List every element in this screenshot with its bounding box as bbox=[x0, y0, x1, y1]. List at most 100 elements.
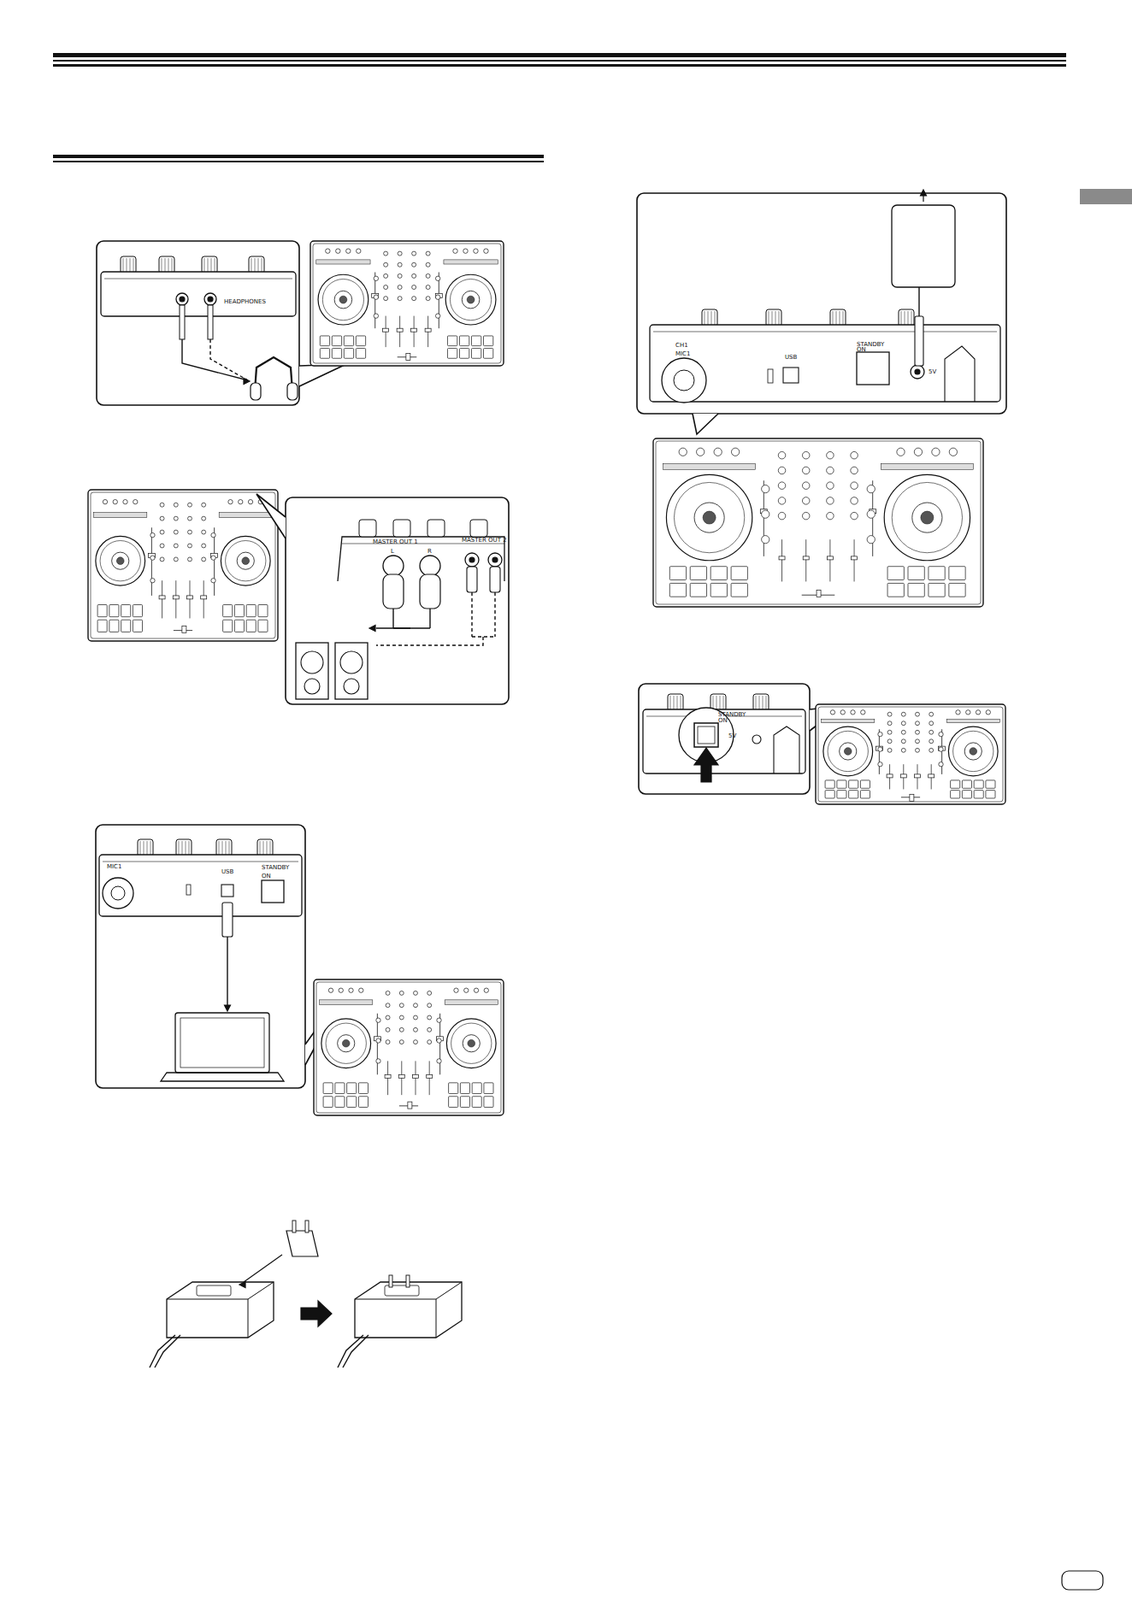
dc-jack bbox=[910, 365, 925, 379]
fader-cap bbox=[426, 1074, 433, 1079]
pad bbox=[121, 605, 131, 618]
panel-edge bbox=[104, 278, 293, 280]
knob bbox=[463, 248, 468, 254]
cable bbox=[392, 608, 394, 629]
knob-grip bbox=[150, 841, 152, 855]
dc-jack bbox=[752, 735, 761, 744]
jack-hole bbox=[179, 296, 185, 302]
mixer-knob bbox=[383, 273, 389, 278]
knob-grip bbox=[755, 695, 757, 710]
panel-label: ON bbox=[718, 717, 728, 725]
lock-slot bbox=[767, 369, 773, 384]
cable bbox=[210, 339, 248, 381]
fader-cap bbox=[424, 328, 431, 332]
mixer-knob bbox=[173, 557, 178, 562]
crossfader-cap bbox=[406, 353, 411, 360]
arrow-head bbox=[243, 378, 250, 385]
prong bbox=[406, 1275, 410, 1288]
cable bbox=[376, 627, 411, 629]
panel-label: 5V bbox=[728, 732, 737, 740]
pad bbox=[669, 583, 686, 597]
mixer-knob bbox=[397, 296, 402, 301]
knob bbox=[985, 710, 991, 715]
mixer-knob bbox=[397, 251, 402, 256]
mixer-knob bbox=[901, 748, 906, 753]
knob-side bbox=[701, 309, 718, 327]
mixer-knob bbox=[159, 516, 165, 521]
page-number-box bbox=[1061, 1571, 1103, 1591]
panel-label: L bbox=[390, 548, 395, 555]
cord bbox=[918, 287, 920, 317]
xlr-jack bbox=[383, 555, 404, 577]
jog-hub bbox=[466, 295, 475, 304]
mixer-knob bbox=[159, 502, 165, 508]
rear-panel bbox=[99, 854, 302, 917]
button bbox=[376, 1038, 381, 1044]
jog-hub bbox=[969, 748, 978, 756]
pad bbox=[710, 583, 727, 597]
mixer-knob bbox=[201, 557, 207, 562]
pad bbox=[973, 790, 984, 799]
mixer-knob bbox=[826, 482, 834, 490]
mixer-knob bbox=[801, 512, 809, 519]
adapter-edge bbox=[247, 1299, 249, 1339]
pad bbox=[223, 619, 233, 632]
fader-cap bbox=[411, 328, 418, 332]
knob-grip bbox=[911, 311, 913, 325]
mixer-knob bbox=[385, 990, 390, 996]
mixer-knob bbox=[887, 712, 892, 717]
mixer-knob bbox=[929, 712, 934, 717]
touch-strip bbox=[94, 512, 148, 519]
knob-grip bbox=[123, 258, 124, 272]
mixer-knob bbox=[915, 730, 920, 735]
panel-label: ON bbox=[856, 346, 867, 354]
fader-cap bbox=[886, 774, 893, 779]
power-switch bbox=[856, 352, 890, 385]
mixer-knob bbox=[399, 1003, 404, 1009]
pad bbox=[234, 605, 244, 618]
pad bbox=[331, 336, 342, 347]
button bbox=[938, 731, 944, 737]
mixer-knob bbox=[383, 285, 389, 290]
pad bbox=[347, 1083, 357, 1095]
knob-side bbox=[137, 839, 154, 857]
jog-hub bbox=[339, 295, 348, 304]
pad bbox=[483, 1096, 494, 1109]
button bbox=[866, 536, 875, 544]
knob bbox=[336, 248, 341, 254]
panel-label: R bbox=[427, 548, 432, 555]
jog-ring bbox=[673, 482, 744, 553]
channel-fader bbox=[781, 539, 783, 582]
jog-center bbox=[912, 502, 943, 533]
jog-center bbox=[112, 552, 130, 570]
knob-side bbox=[667, 694, 684, 712]
mic-jack-inner bbox=[673, 370, 695, 391]
knob bbox=[453, 988, 459, 993]
controller-panel bbox=[818, 707, 1003, 802]
prong bbox=[305, 1220, 309, 1233]
knob bbox=[696, 448, 705, 456]
knob bbox=[830, 710, 835, 715]
mixer-knob bbox=[159, 543, 165, 549]
mixer-knob bbox=[915, 739, 920, 744]
rca-jack bbox=[465, 553, 479, 567]
knob-side bbox=[427, 519, 445, 537]
jog-ring bbox=[325, 1023, 366, 1064]
pad bbox=[985, 790, 996, 799]
callout-frame bbox=[636, 193, 1007, 414]
adapter-body bbox=[166, 1282, 274, 1339]
pad bbox=[109, 619, 119, 632]
jog-ring bbox=[225, 541, 266, 582]
controller-panel bbox=[312, 243, 502, 364]
jog-center bbox=[236, 552, 254, 570]
touch-strip bbox=[444, 1000, 498, 1006]
knob-side bbox=[159, 256, 175, 274]
pad bbox=[483, 336, 493, 347]
knob-grip bbox=[768, 311, 770, 325]
mixer-knob bbox=[887, 748, 892, 753]
plug-attachment bbox=[286, 1231, 319, 1257]
knob-grip bbox=[832, 311, 834, 325]
jog-wheel bbox=[445, 274, 496, 325]
speaker bbox=[335, 642, 368, 700]
fader-cap bbox=[826, 556, 833, 561]
